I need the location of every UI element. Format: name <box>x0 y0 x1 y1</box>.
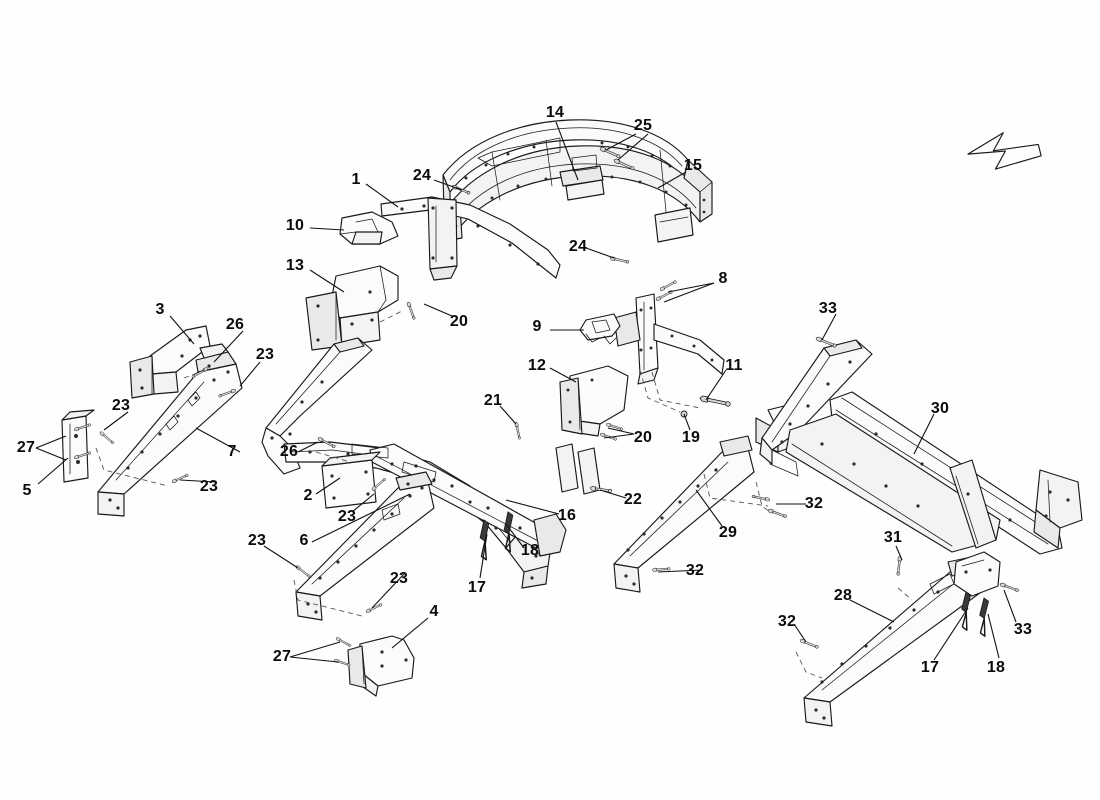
part-26-fastener-left <box>183 366 211 379</box>
callout-17: 17 <box>467 579 487 596</box>
part-33-fastener-lower-right <box>999 582 1020 593</box>
part-7-longitudinal-rail <box>97 343 243 517</box>
callout-15: 15 <box>683 157 703 174</box>
callout-22: 22 <box>623 491 643 508</box>
direction-arrow <box>967 132 1042 170</box>
callout-32-c: 32 <box>777 613 797 630</box>
part-20-fasteners-right <box>599 422 624 442</box>
callout-3: 3 <box>155 301 165 318</box>
callout-31: 31 <box>883 529 903 546</box>
part-21-fastener <box>514 421 522 440</box>
callout-23-c: 23 <box>199 478 219 495</box>
part-4-bracket <box>347 635 415 697</box>
part-9-latch <box>579 313 621 345</box>
callout-10: 10 <box>285 217 305 234</box>
callout-32-b: 32 <box>685 562 705 579</box>
part-33-fastener-upper <box>815 335 838 349</box>
callout-27-b: 27 <box>272 648 292 665</box>
callout-21: 21 <box>483 392 503 409</box>
part-2-plate <box>321 451 381 509</box>
part-20-fastener-left <box>379 301 416 323</box>
part-23-fasteners-left <box>95 388 237 487</box>
part-32-fasteners-mid <box>651 473 771 572</box>
callout-9: 9 <box>532 318 542 335</box>
part-13-mounting-bracket <box>305 265 399 351</box>
callout-26: 26 <box>225 316 245 333</box>
callout-19: 19 <box>681 429 701 446</box>
callout-33: 33 <box>818 300 838 317</box>
callout-2: 2 <box>303 487 313 504</box>
callout-8: 8 <box>718 270 728 287</box>
leader-lines <box>35 121 1017 663</box>
callout-23-e: 23 <box>247 532 267 549</box>
callout-32: 32 <box>804 495 824 512</box>
part-23-fasteners-lower-left <box>293 564 383 617</box>
part-5-plate <box>61 409 95 483</box>
callout-13: 13 <box>285 257 305 274</box>
part-6-lower-rail <box>295 471 435 621</box>
callout-18: 18 <box>520 542 540 559</box>
part-3-bracket <box>129 325 211 399</box>
callout-16: 16 <box>557 507 577 524</box>
callout-27: 27 <box>16 439 36 456</box>
part-32-fastener-lower <box>795 638 823 679</box>
callout-18-b: 18 <box>986 659 1006 676</box>
callout-28: 28 <box>833 587 853 604</box>
callout-29: 29 <box>718 524 738 541</box>
callout-20-b: 20 <box>633 429 653 446</box>
callout-12: 12 <box>527 357 547 374</box>
part-29-rail <box>613 435 755 593</box>
callout-4: 4 <box>429 603 439 620</box>
callout-26-b: 26 <box>279 443 299 460</box>
part-10-bracket <box>339 211 399 245</box>
part-26-fastener-center <box>315 436 351 463</box>
callout-5: 5 <box>22 482 32 499</box>
callout-33-b: 33 <box>1013 621 1033 638</box>
callout-7: 7 <box>227 443 237 460</box>
part-12-cover-panel <box>559 365 629 437</box>
callout-17-b: 17 <box>920 659 940 676</box>
right-vertical-post-assembly <box>613 293 725 385</box>
callout-11: 11 <box>725 357 743 374</box>
part-22-shims <box>555 443 613 495</box>
callout-30: 30 <box>930 400 950 417</box>
callout-23-d: 23 <box>337 508 357 525</box>
callout-25: 25 <box>633 117 653 134</box>
callout-23-b: 23 <box>111 397 131 414</box>
part-15-rear-cross-member <box>442 119 713 243</box>
callout-20: 20 <box>449 313 469 330</box>
part-31-fastener <box>896 555 913 601</box>
callout-6: 6 <box>299 532 309 549</box>
callout-1: 1 <box>351 171 361 188</box>
callout-14: 14 <box>545 104 565 121</box>
callout-24: 24 <box>412 167 432 184</box>
part-30-right-frame <box>759 339 1083 555</box>
part-1-upper-cross-beam <box>380 196 561 281</box>
part-16-main-frame-rail <box>261 337 567 589</box>
right-joint-block <box>953 551 1001 597</box>
callout-24-b: 24 <box>568 238 588 255</box>
callout-23: 23 <box>255 346 275 363</box>
callout-23-f: 23 <box>389 570 409 587</box>
part-11-bolt <box>651 371 732 409</box>
part-32-fastener-upper-left <box>755 481 788 519</box>
